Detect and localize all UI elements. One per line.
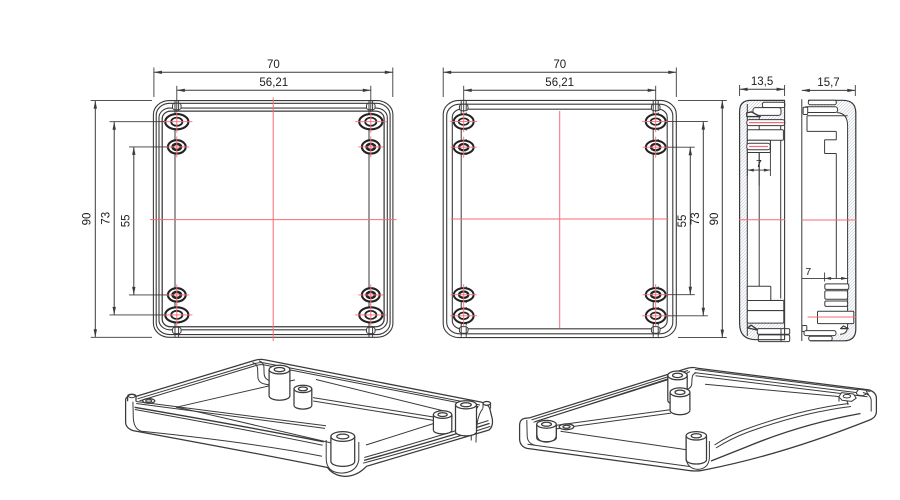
svg-text:73: 73 <box>101 212 113 225</box>
svg-text:70: 70 <box>267 59 280 71</box>
svg-text:56,21: 56,21 <box>545 77 574 89</box>
svg-text:55: 55 <box>677 215 689 228</box>
svg-text:90: 90 <box>82 213 94 226</box>
svg-text:7: 7 <box>805 266 811 278</box>
svg-text:15,7: 15,7 <box>817 77 839 89</box>
svg-text:55: 55 <box>120 215 132 228</box>
svg-text:13,5: 13,5 <box>751 76 773 88</box>
svg-text:7: 7 <box>756 158 762 170</box>
svg-text:90: 90 <box>709 213 721 226</box>
svg-text:73: 73 <box>690 212 702 225</box>
svg-text:70: 70 <box>553 59 566 71</box>
svg-text:56,21: 56,21 <box>259 77 288 89</box>
